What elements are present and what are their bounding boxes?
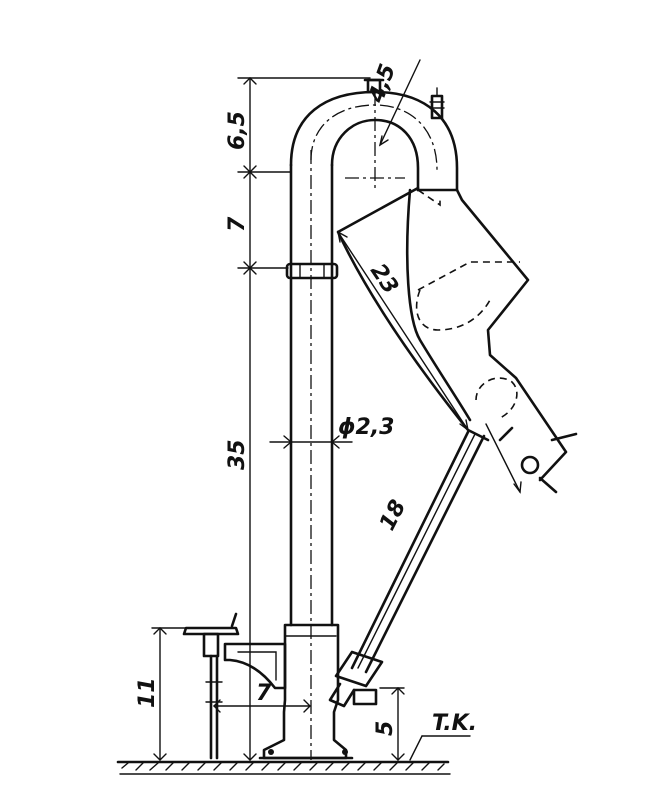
column-base [258, 623, 378, 760]
dim-18: 18 [375, 496, 411, 535]
floor-label: T.K. [432, 711, 477, 736]
floor-line [116, 760, 451, 775]
dim-35: 35 [225, 439, 250, 470]
dim-phi-2-3: ϕ2,3 [338, 415, 395, 440]
gooseneck-bend [289, 78, 459, 192]
spout-body [336, 186, 578, 494]
dim-4-5: 4,5 [364, 61, 401, 107]
dim-7-lower: 7 [256, 681, 272, 706]
dim-7-upper: 7 [225, 216, 250, 232]
vertical-column [285, 150, 339, 760]
dimension-lines [151, 59, 522, 761]
dim-6-5: 6,5 [225, 111, 250, 150]
side-bracket [182, 612, 287, 760]
diagonal-arm [328, 426, 514, 708]
dim-11: 11 [135, 677, 160, 708]
dim-5: 5 [373, 721, 398, 736]
